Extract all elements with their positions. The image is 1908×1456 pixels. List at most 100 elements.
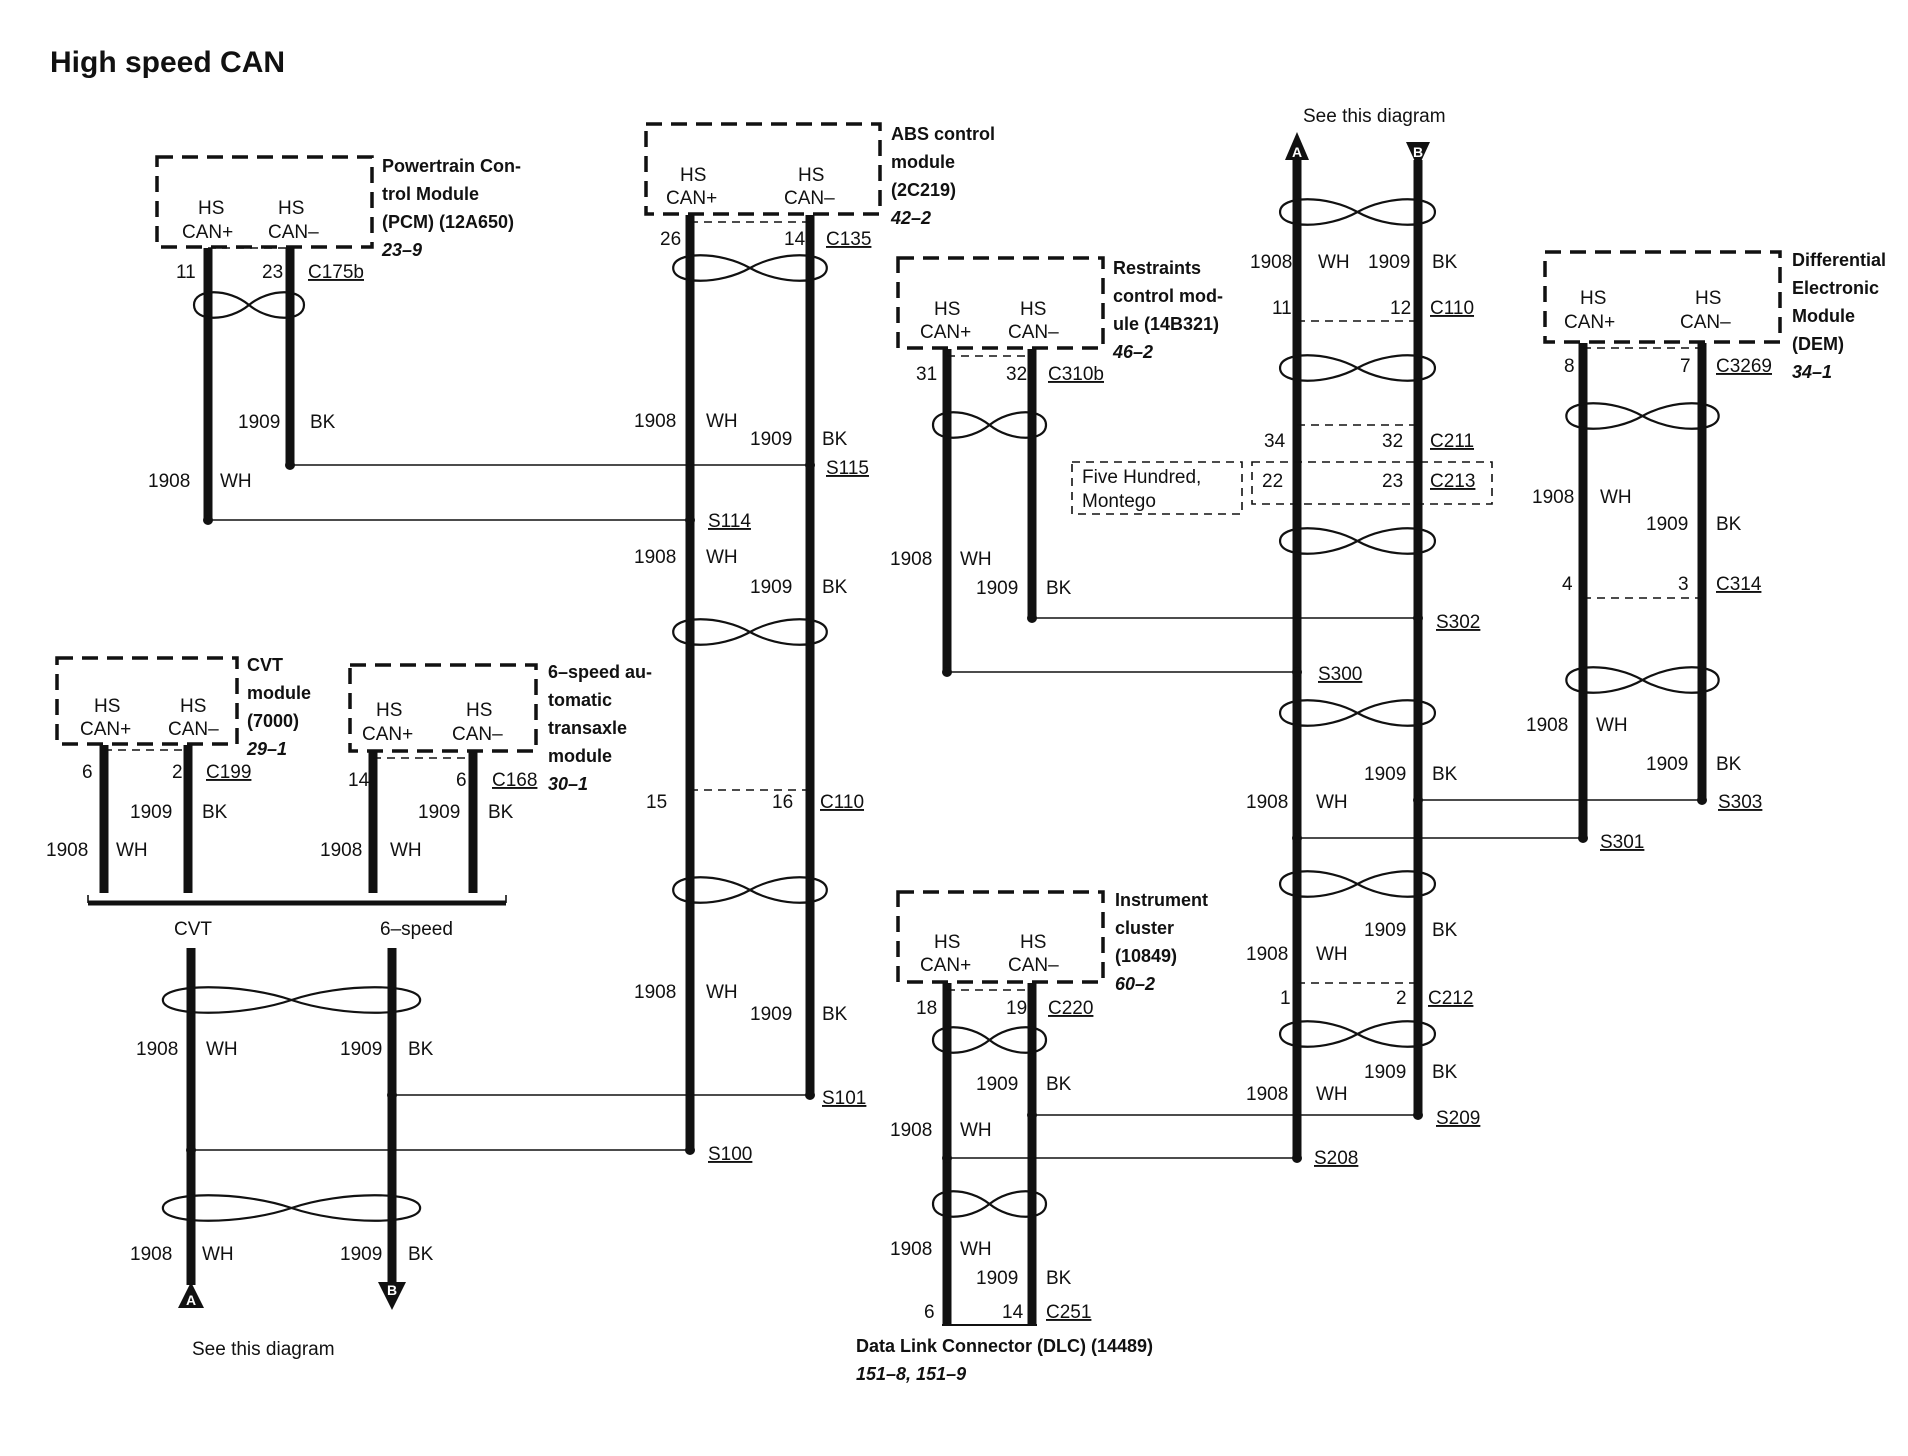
dem-name-4: (DEM) [1792,334,1844,354]
dem-circuit-1908-b: 1908 [1526,715,1568,736]
rcm-circuit-1908: 1908 [890,549,932,570]
c168-label: C168 [492,770,537,791]
six-speed-box [348,663,538,753]
abs-wh-c: WH [706,982,738,1003]
splice-dot [942,667,952,677]
trunk-bk-b: BK [1432,764,1458,785]
six-speed-wh: WH [390,840,422,861]
rcm-pin-31: 31 [916,364,937,385]
trunk-circuit-1908-c: 1908 [1246,944,1288,965]
rcm-pin-hs: HS [934,299,960,320]
s302-label: S302 [1436,612,1480,633]
dlc-circuit-1909: 1909 [976,1268,1018,1289]
dlc-ref: 151–8, 151–9 [856,1364,966,1384]
dem-pin-8: 8 [1564,356,1575,377]
c175b-label: C175b [308,262,364,283]
pcm-module: HS CAN+ HS CAN– Powertrain Con- trol Mod… [155,155,521,260]
pcm-name-1: Powertrain Con- [382,156,521,176]
twisted-pair-icon [672,876,828,904]
abs-pin-can-minus: CAN– [784,188,835,209]
c212-pin-1: 1 [1280,988,1291,1009]
twisted-pair-icon [1278,527,1437,555]
cvt-pin-can-minus: CAN– [168,719,219,740]
abs-name-3: (2C219) [891,180,956,200]
branch-cvt-label: CVT [174,919,212,940]
splice-dots [186,460,1707,1163]
dem-name-1: Differential [1792,250,1886,270]
six-speed-pin-can-minus: CAN– [452,724,503,745]
c110-abs-pin-16: 16 [772,792,793,813]
splice-dot [1292,1153,1302,1163]
splice-dot [1413,795,1423,805]
pcm-circuit-1908: 1908 [148,471,190,492]
twisted-pair-icon [931,411,1048,439]
six-speed-circuit-1908: 1908 [320,840,362,861]
arrow-a-bottom-icon [178,1282,204,1308]
wires [99,150,1707,1325]
trunk-wh-b: WH [1316,792,1348,813]
c135-label: C135 [826,229,871,250]
see-diagram-top: See this diagram [1303,106,1446,127]
lower-circuit-1909-b: 1909 [340,1244,382,1265]
c110-abs-label: C110 [820,792,864,813]
trunk-bk: BK [1432,252,1458,273]
lower-wh-b: WH [202,1244,234,1265]
cvt-box [55,656,239,746]
arrow-b-bottom-letter: B [387,1282,397,1298]
abs-bk: BK [822,429,848,450]
c213-pin-22: 22 [1262,471,1283,492]
pcm-wh: WH [220,471,252,492]
splice-dot [1413,613,1423,623]
pcm-bk: BK [310,412,336,433]
trunk-bk-d: BK [1432,1062,1458,1083]
c3269-label: C3269 [1716,356,1772,377]
ic-circuit-1908: 1908 [890,1120,932,1141]
splice-dot [203,515,213,525]
pcm-pin-can-plus: CAN+ [182,222,233,243]
six-speed-pin-6: 6 [456,770,467,791]
trunk-circuit-1908-d: 1908 [1246,1084,1288,1105]
trunk-wh-c: WH [1316,944,1348,965]
dem-module: HS CAN+ HS CAN– Differential Electronic … [1543,250,1886,382]
pcm-name-2: trol Module [382,184,479,204]
splice-dot [1292,667,1302,677]
rcm-pin-can-minus: CAN– [1008,322,1059,343]
s209-label: S209 [1436,1108,1480,1129]
cvt-circuit-1909: 1909 [130,802,172,823]
page-title: High speed CAN [50,46,286,79]
dem-bk: BK [1716,514,1742,535]
trunk-circuit-1909-d: 1909 [1364,1062,1406,1083]
dem-pin-hs: HS [1580,288,1606,309]
dlc-pin-14: 14 [1002,1302,1024,1323]
dlc-wh: WH [960,1239,992,1260]
c212-label: C212 [1428,988,1473,1009]
abs-wh: WH [706,411,738,432]
pcm-name-3: (PCM) (12A650) [382,212,514,232]
c110-top-label: C110 [1430,298,1474,319]
c213-box [1251,461,1493,505]
abs-box [644,122,882,216]
lower-bk: BK [408,1039,434,1060]
splice-dot [1027,1110,1037,1120]
dem-pin-can-plus: CAN+ [1564,312,1615,333]
twisted-pair-icon [1278,699,1437,727]
abs-pin-hs-2: HS [798,165,824,186]
twisted-pairs [161,198,1720,1222]
s115-label: S115 [826,458,869,479]
dem-circuit-1909: 1909 [1646,514,1688,535]
cvt-pin-6: 6 [82,762,93,783]
trunk-bk-c: BK [1432,920,1458,941]
c213-pin-23: 23 [1382,471,1403,492]
arrows: A B A B [178,132,1430,1310]
ic-circuit-1909: 1909 [976,1074,1018,1095]
ic-name-1: Instrument [1115,890,1208,910]
abs-name-1: ABS control [891,124,995,144]
rcm-ref: 46–2 [1112,342,1153,362]
pcm-pin-11: 11 [176,262,196,283]
c251-label: C251 [1046,1302,1091,1323]
rcm-pin-32: 32 [1006,364,1027,385]
lower-circuit-1908-b: 1908 [130,1244,172,1265]
rcm-box [896,256,1105,350]
branch-six-speed-label: 6–speed [380,919,453,940]
